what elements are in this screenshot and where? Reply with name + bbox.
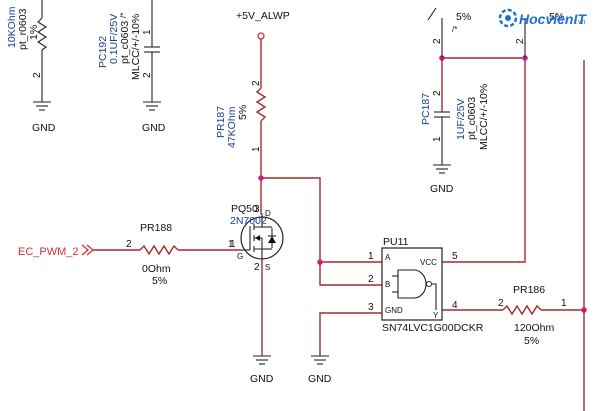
left-res-value: 10KOhm bbox=[6, 6, 18, 48]
watermark-logo: HocvienIT .vn bbox=[498, 8, 587, 28]
wire-nand-gnd bbox=[319, 312, 382, 356]
gnd-symbol-2: GND bbox=[142, 101, 166, 134]
wire-drain-to-a bbox=[261, 177, 382, 263]
pr187-pin1: 1 bbox=[251, 146, 262, 152]
ic-pu11: PU11 SN74LVC1G00DCKR A B GND VCC Y 1 2 3… bbox=[368, 236, 484, 334]
pq50-num-g: 1 bbox=[230, 239, 236, 250]
left-resistor-fragment: 10KOhm pt_r0603 1% 2 bbox=[6, 0, 48, 102]
pu11-pin-b: B bbox=[385, 280, 390, 289]
vcc-net-label: +5V_ALWP bbox=[236, 10, 290, 22]
resistor-pr188: PR188 2 1 0Ohm 5% bbox=[126, 222, 240, 287]
resistor-pr186: PR186 2 1 120Ohm 5% bbox=[498, 284, 584, 347]
pc187-type: MLCC/+/-10% bbox=[478, 84, 490, 150]
gnd-label-5: GND bbox=[430, 183, 454, 195]
pc192-value: 0.1UF/25V bbox=[108, 14, 120, 64]
pwm-net-label: EC_PWM_2 bbox=[18, 246, 79, 258]
pc187-value: 1UF/25V bbox=[455, 99, 467, 140]
resistor-pr187: 2 1 PR187 47KOhm 5% bbox=[215, 80, 267, 210]
gnd-label-1: GND bbox=[32, 122, 56, 134]
top-right-note: /* bbox=[452, 25, 457, 34]
gnd-symbol-5: GND bbox=[430, 164, 454, 195]
pq50-pin-s: S bbox=[265, 263, 270, 272]
mosfet-pq50: PQ50 2N7002 3 D 1 G 2 S bbox=[230, 203, 284, 356]
pr187-ref: PR187 bbox=[215, 106, 227, 138]
pc192-note: /* bbox=[119, 13, 128, 18]
top-right-tol-b: 5% bbox=[549, 11, 564, 23]
pq50-num-d: 3 bbox=[254, 204, 260, 215]
pq50-num-s: 2 bbox=[254, 262, 260, 273]
pu11-num-1: 1 bbox=[368, 251, 374, 262]
capacitor-pc192: 1 2 PC192 0.1UF/25V pt_c0603 MLCC/+/-10%… bbox=[97, 0, 160, 102]
power-net-5v-alwp: +5V_ALWP bbox=[236, 10, 290, 88]
pr187-pin2: 2 bbox=[251, 80, 262, 86]
pu11-num-2: 2 bbox=[368, 274, 374, 285]
pq50-part: 2N7002 bbox=[230, 215, 267, 227]
pc192-pin1: 1 bbox=[142, 29, 153, 35]
pr187-tol: 5% bbox=[237, 105, 249, 120]
pc187-ref: PC187 bbox=[420, 93, 432, 125]
pu11-pin-y: Y bbox=[433, 311, 439, 320]
gnd-symbol-3: GND bbox=[250, 355, 274, 385]
gnd-label-2: GND bbox=[142, 122, 166, 134]
pu11-ref: PU11 bbox=[383, 236, 409, 248]
pr186-tol: 5% bbox=[524, 335, 539, 347]
pr186-ref: PR186 bbox=[513, 284, 545, 296]
pc187-pin1: 1 bbox=[432, 136, 443, 142]
net-ec-pwm-2: EC_PWM_2 bbox=[18, 244, 140, 258]
left-res-package: pt_r0603 bbox=[17, 8, 29, 50]
pq50-pin-d: D bbox=[265, 209, 271, 218]
gnd-label-3: GND bbox=[250, 373, 274, 385]
pc192-pin2: 2 bbox=[142, 72, 153, 78]
pr188-value: 0Ohm bbox=[142, 263, 171, 275]
pr188-pin1: 1 bbox=[228, 239, 234, 250]
pc192-ref: PC192 bbox=[97, 36, 109, 68]
pc187-pin2: 2 bbox=[432, 90, 443, 96]
pu11-num-3: 3 bbox=[368, 302, 374, 313]
left-res-tol: 1% bbox=[28, 25, 40, 40]
watermark-suffix: .vn bbox=[576, 19, 585, 26]
pr188-ref: PR188 bbox=[140, 222, 172, 234]
pq50-pin-g: G bbox=[237, 252, 243, 261]
pu11-part: SN74LVC1G00DCKR bbox=[382, 322, 484, 334]
pr186-value: 120Ohm bbox=[514, 322, 555, 334]
pr188-pin2: 2 bbox=[126, 239, 132, 250]
pu11-pin-a: A bbox=[385, 253, 391, 262]
pu11-num-5: 5 bbox=[452, 251, 458, 262]
pu11-pin-vcc: VCC bbox=[420, 258, 437, 267]
pc192-type: MLCC/+/-10% bbox=[130, 14, 142, 80]
pc187-package: pt_c0603 bbox=[466, 97, 478, 140]
pu11-pin-gnd: GND bbox=[385, 306, 403, 315]
top-right-pin2a: 2 bbox=[432, 38, 443, 44]
pu11-num-4: 4 bbox=[452, 300, 458, 311]
left-res-pin2: 2 bbox=[32, 72, 43, 78]
pc192-package: pt_c0603 bbox=[119, 21, 131, 64]
pr186-pin2: 2 bbox=[498, 298, 504, 309]
gnd-label-4: GND bbox=[308, 373, 332, 385]
top-right-pin2b: 2 bbox=[515, 38, 526, 44]
wire-vcc-rail bbox=[442, 60, 526, 263]
top-right-fragment: 5% /* 5% 2 2 bbox=[427, 7, 564, 58]
wire-drain-to-b bbox=[319, 262, 382, 286]
capacitor-pc187: 2 1 PC187 1UF/25V pt_c0603 MLCC/+/-10% bbox=[420, 58, 490, 165]
gnd-symbol-1: GND bbox=[32, 101, 56, 134]
pr187-value: 47KOhm bbox=[226, 106, 238, 148]
top-right-tol-a: 5% bbox=[456, 11, 471, 23]
watermark-name: HocvienIT bbox=[519, 11, 587, 27]
gear-icon bbox=[498, 8, 518, 28]
pr186-pin1: 1 bbox=[561, 298, 567, 309]
gnd-symbol-4: GND bbox=[308, 355, 332, 385]
pr188-tol: 5% bbox=[152, 275, 167, 287]
pq50-ref: PQ50 bbox=[231, 203, 258, 215]
